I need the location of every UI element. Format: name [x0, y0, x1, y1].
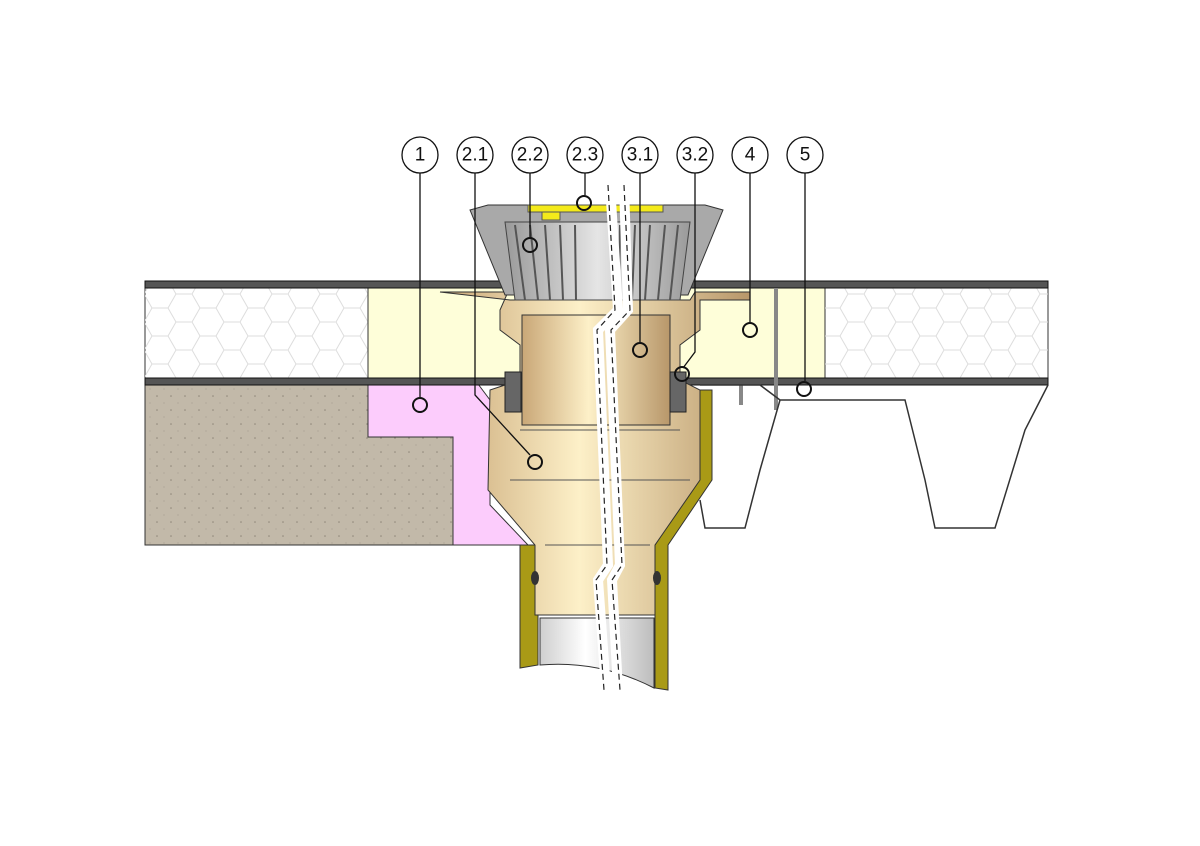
callout-label: 2.3	[572, 145, 598, 166]
callout-2-1: 2.1	[456, 136, 494, 174]
callout-label: 5	[800, 145, 811, 166]
seal-ring	[653, 571, 661, 585]
seal-ring	[531, 571, 539, 585]
callout-2-3: 2.3	[566, 136, 604, 174]
callout-label: 1	[415, 145, 426, 166]
callout-3-2: 3.2	[676, 136, 714, 174]
fastener	[739, 288, 778, 410]
callout-label: 4	[745, 145, 756, 166]
callout-label: 3.2	[682, 145, 708, 166]
callout-1: 1	[401, 136, 439, 174]
clamp-ring-left	[504, 371, 522, 413]
callout-label: 2.1	[462, 145, 488, 166]
callout-label: 3.1	[627, 145, 653, 166]
target-markers	[412, 195, 812, 470]
callout-label: 2.2	[517, 145, 543, 166]
leader-lines	[419, 173, 806, 456]
callout-4: 4	[731, 136, 769, 174]
callout-5: 5	[786, 136, 824, 174]
clamp-ring-right	[669, 371, 687, 413]
callout-2-2: 2.2	[511, 136, 549, 174]
steel-deck-5	[699, 384, 1049, 529]
callout-3-1: 3.1	[621, 136, 659, 174]
